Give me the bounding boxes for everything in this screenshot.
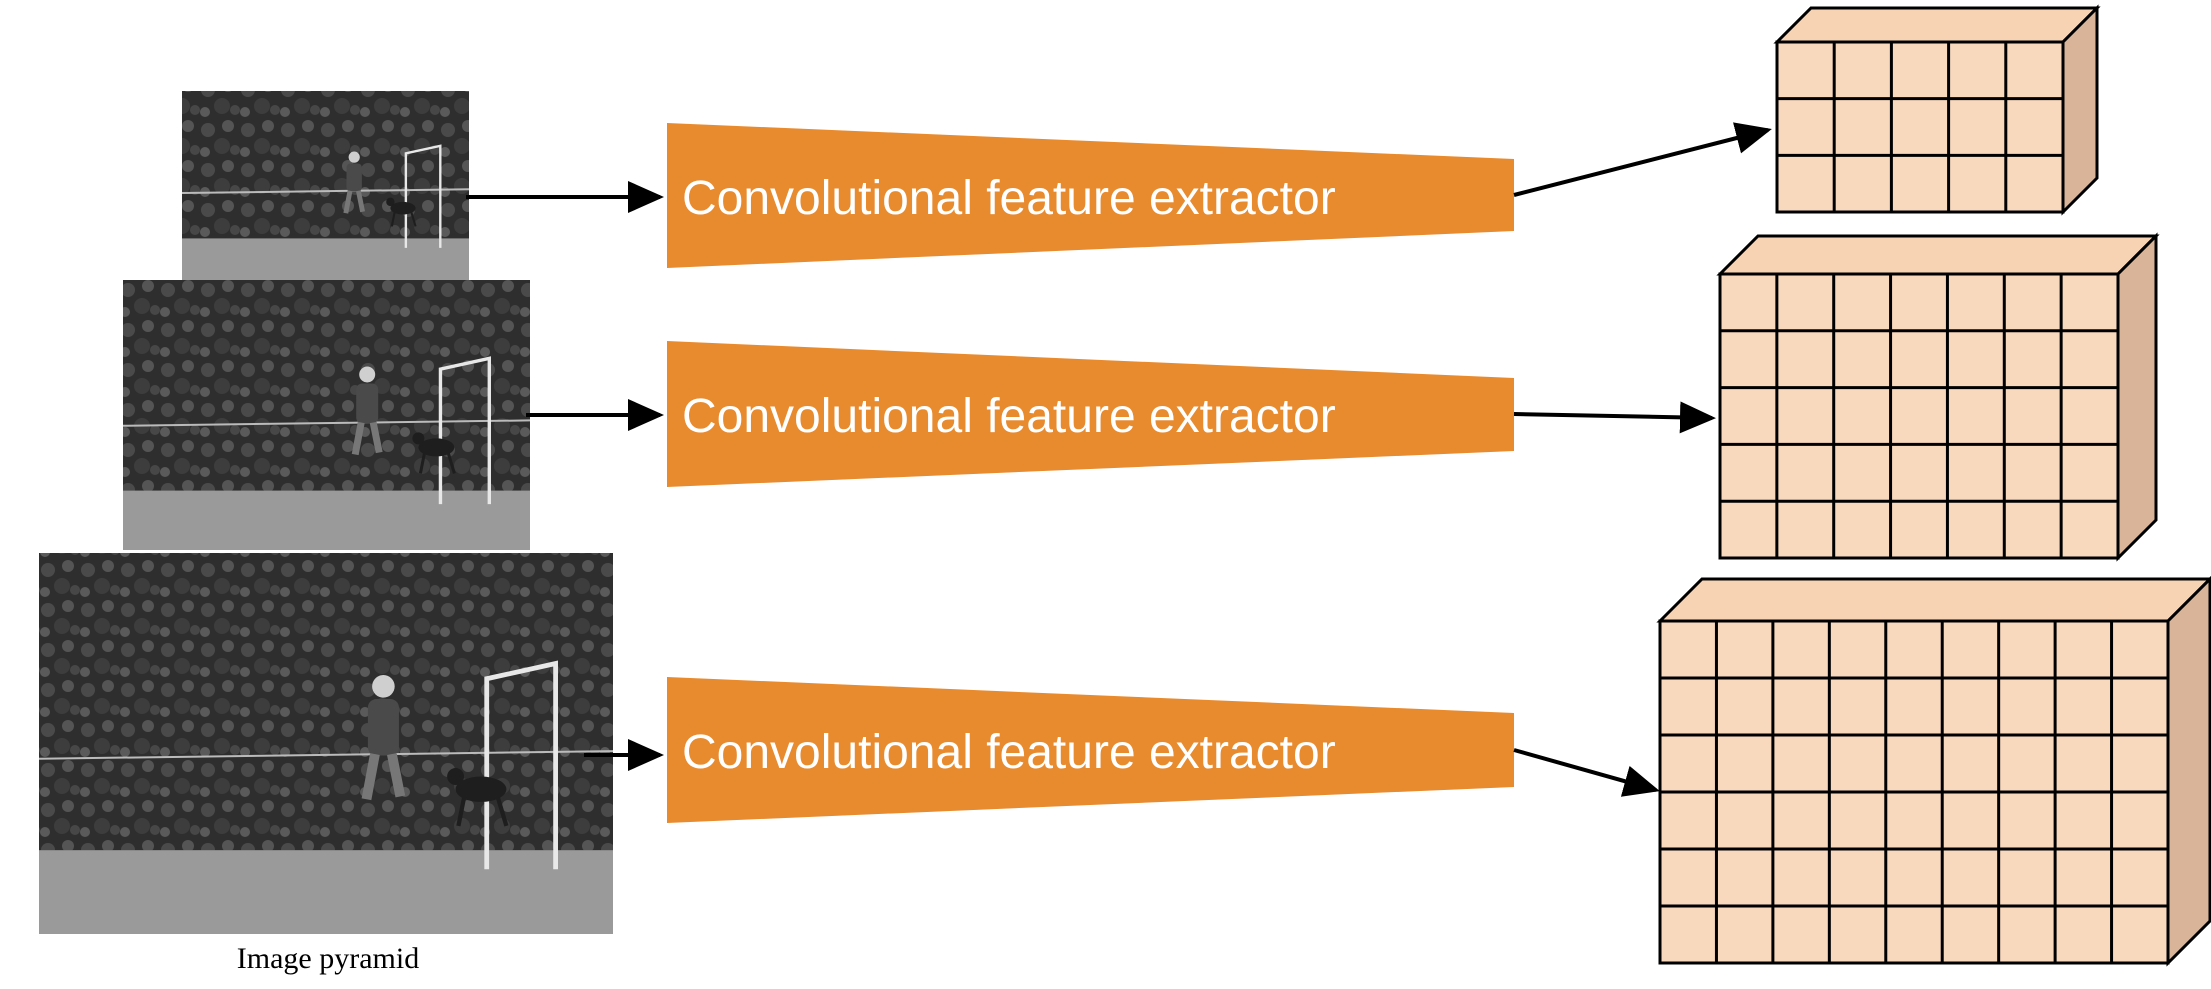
feature-map-side-face [2116, 232, 2158, 562]
photo-goal-post [484, 660, 558, 870]
extractor-shape [667, 341, 1514, 487]
extractor-label: Convolutional feature extractor [682, 726, 1336, 779]
extractor-3: Convolutional feature extractor [667, 677, 1514, 823]
arrow-extractor-to-feature-map-3 [1513, 748, 1660, 797]
feature-map-1 [1773, 4, 2101, 216]
feature-map-side-face [2061, 4, 2099, 216]
photo-dog [386, 197, 417, 227]
arrow-extractor-to-feature-map-1 [1513, 122, 1772, 197]
feature-map-3 [1656, 575, 2211, 967]
feature-map-grid [1660, 621, 2168, 963]
photo-fence [38, 750, 614, 760]
extractor-shape [667, 123, 1514, 268]
feature-map-side-face [2166, 575, 2211, 967]
output-arrows [1513, 122, 1772, 797]
photo-field [182, 238, 469, 280]
arrow-extractor-to-feature-map-2 [1513, 401, 1716, 434]
feature-map-front-face [1718, 272, 2120, 560]
photo-field [123, 490, 530, 550]
extractor-label: Convolutional feature extractor [682, 172, 1336, 225]
extractor-2: Convolutional feature extractor [667, 341, 1514, 487]
photo-runner [361, 675, 406, 801]
feature-map-top-face [1773, 6, 2101, 44]
image-small [181, 91, 470, 280]
feature-map-front-face [1775, 40, 2065, 214]
feature-map-grid [1720, 274, 2118, 558]
image-pyramid-caption: Image pyramid [237, 942, 419, 975]
photo-fence [122, 419, 531, 427]
feature-map-grid [1777, 42, 2063, 212]
photo-dog [447, 768, 509, 827]
photo-runner [351, 366, 383, 456]
photo-goal-post [404, 144, 442, 248]
photo-trees [39, 553, 613, 851]
feature-map-2 [1716, 232, 2160, 562]
extractor-shape [667, 677, 1514, 823]
photo-fence [181, 188, 470, 195]
image-large [38, 553, 614, 934]
feature-map-top-face [1656, 577, 2211, 623]
photo-trees [123, 280, 530, 491]
extractor-1: Convolutional feature extractor [667, 123, 1514, 268]
extractor-label: Convolutional feature extractor [682, 390, 1336, 443]
image-medium [122, 280, 531, 550]
photo-field [39, 850, 613, 934]
photo-runner [343, 151, 366, 214]
input-arrows [466, 181, 664, 771]
feature-maps [1656, 4, 2211, 967]
photo-goal-post [438, 356, 491, 505]
feature-map-top-face [1716, 234, 2160, 276]
photo-trees [182, 91, 469, 239]
image-pyramid [38, 91, 614, 934]
photo-dog [412, 432, 456, 474]
